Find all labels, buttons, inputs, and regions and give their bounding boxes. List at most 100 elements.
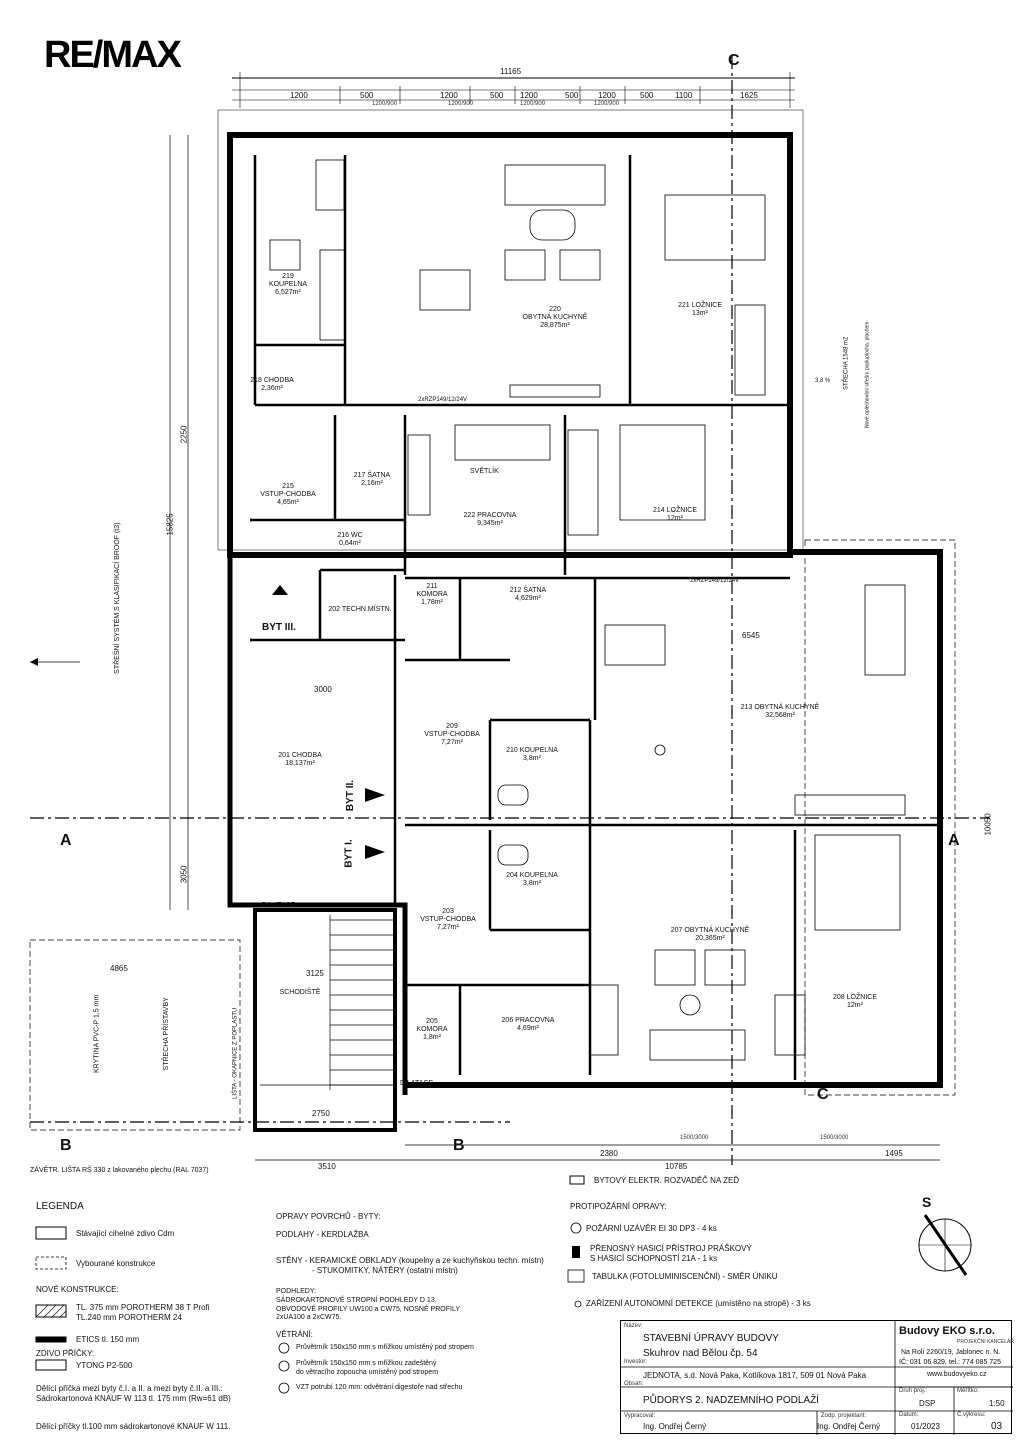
dim-top-window-3: 1200/900 (520, 101, 546, 107)
dim-top-window-4: 1200/900 (594, 101, 620, 107)
tb-content-label: Obsah: (624, 1381, 644, 1387)
legend-fire-title: PROTIPOŽÁRNÍ OPRAVY: (570, 1202, 667, 1211)
room-stairs: SCHODIŠTĚ (279, 988, 321, 996)
tb-type: DSP (919, 1399, 936, 1408)
tb-name-label: Název: (624, 1323, 643, 1329)
legend-swatch-etics (35, 1336, 67, 1343)
tb-responsible: Ing. Ondřej Černý (817, 1422, 881, 1431)
dim-top-9: 1100 (675, 91, 693, 100)
fire-door-icon (570, 1222, 582, 1234)
dim-bottom-window-2: 1500/3000 (820, 1135, 849, 1141)
legend-vent-p2: Průvětrník 150x150 mm s mřížkou zadeštěn… (296, 1360, 439, 1376)
tb-date-label: Datum: (899, 1412, 919, 1418)
sofa-220 (504, 164, 606, 206)
dim-top-total: 11165 (500, 67, 522, 76)
title-block: Název: STAVEBNÍ ÚPRAVY BUDOVY Skuhrov na… (620, 1320, 1014, 1435)
wall-north-block (227, 132, 793, 558)
escape-sign-icon (567, 1269, 585, 1283)
tb-company: Budovy EKO s.r.o. (899, 1325, 995, 1337)
dim-bottom-total: 10785 (665, 1162, 688, 1171)
label-pvc-roofing: KRYTINA PVC-P 1,5 mm (93, 994, 101, 1074)
legend-partitions-100: Dělící příčky tl.100 mm sádrokartonové K… (36, 1422, 231, 1431)
dim-bottom-2750: 2750 (312, 1109, 330, 1118)
legend-walls: STĚNY - KERAMICKÉ OBKLADY (koupelny a ze… (276, 1256, 544, 1275)
tb-company-sub: PROJEKČNÍ KANCELÁŘ (957, 1339, 1014, 1345)
dim-bottom-3510: 3510 (318, 1162, 336, 1171)
dim-3000: 3000 (314, 685, 332, 694)
dim-6545: 6545 (742, 631, 760, 640)
label-dilatace-2: DILATACE (400, 1080, 434, 1087)
dim-bottom-1495: 1495 (885, 1149, 903, 1158)
label-slope: 3,8 % (815, 378, 831, 384)
smoke-detector-icon (574, 1300, 582, 1308)
dim-top-4: 500 (490, 91, 504, 100)
room-202: 202 TECHN.MÍSTN. (328, 605, 392, 613)
dim-left-3050: 3050 (179, 865, 189, 884)
label-drip-edge: LIŠTA - OKAPNICE Z POPLASTU (232, 1007, 239, 1099)
legend-etics: ETICS tl. 150 mm (76, 1335, 140, 1344)
label-wind-strip: ZÁVĚTR. LIŠTA RŠ 330 z lakovaného plechu… (30, 1167, 209, 1174)
section-marker-b-right: B (453, 1137, 465, 1154)
bed-221 (664, 194, 766, 261)
label-extension-roof: STŘECHA PŘÍSTAVBY (162, 997, 170, 1071)
tb-date: 01/2023 (911, 1422, 940, 1431)
north-arrow-icon (918, 1214, 972, 1276)
dim-4865: 4865 (110, 964, 128, 973)
title-block-grid (621, 1321, 1013, 1435)
label-roof-area: STŘECHA 1548 m2 (843, 336, 850, 390)
tb-scale-label: Měřítko: (957, 1388, 979, 1394)
label-byt1: BYT I. (343, 839, 355, 868)
legend-swatch-demolished (35, 1256, 67, 1270)
section-marker-a-left: A (60, 832, 72, 849)
tb-web: www.budovyeko.cz (927, 1371, 987, 1378)
dim-top-3: 1200 (440, 91, 458, 100)
dining-table-220 (419, 269, 471, 311)
dim-left-2250: 2250 (179, 425, 189, 444)
legend-existing: Stávající cihelné zdivo Cdm (76, 1229, 175, 1238)
dim-top-6: 500 (565, 91, 579, 100)
tb-drawn-label: Vypracoval: (624, 1413, 656, 1419)
tb-ico: IČ: 031 06 829, tel.: 774 085 725 (899, 1359, 1001, 1366)
tb-name: STAVEBNÍ ÚPRAVY BUDOVY (643, 1333, 779, 1344)
label-roof-note: Nové oplechování střešní popluplocha, pl… (864, 321, 871, 428)
fire-extinguisher-icon (572, 1246, 580, 1258)
sofa-207 (649, 1029, 746, 1061)
tb-drawn: Ing. Ondřej Černý (643, 1422, 707, 1431)
dim-top-7: 1200 (598, 91, 616, 100)
legend-partition-title: ZDIVO PŘÍČKY: (36, 1349, 95, 1358)
tb-drawing-no-label: Č.výkresu: (957, 1412, 986, 1418)
tb-content: PŮDORYS 2. NADZEMNÍHO PODLAŽÍ (643, 1395, 819, 1406)
legend-dividing-wall: Dělící příčka mezi byty č.I. a II. a mez… (36, 1384, 231, 1403)
label-svetlik: SVĚTLÍK (470, 468, 499, 475)
dim-bottom-window-1: 1500/3000 (680, 1135, 709, 1141)
dim-3125: 3125 (306, 969, 324, 978)
label-byt3: BYT III. (262, 622, 296, 633)
legend-new-title: NOVÉ KONSTRUKCE: (36, 1285, 119, 1294)
tb-address: Na Rolí 2260/19, Jablonec n. N. (901, 1349, 1001, 1356)
electric-panel-icon (569, 1175, 585, 1185)
tb-investor-label: Investor: (624, 1359, 648, 1365)
stairs (260, 915, 395, 1090)
dim-top-1: 1200 (290, 91, 308, 100)
section-marker-b-left: B (60, 1137, 72, 1154)
remax-logo: RE/MAX (44, 34, 182, 76)
tb-type-label: Druh proj.: (899, 1388, 928, 1394)
legend-vent-p1: Průvětrník 150x150 mm s mřížkou umístěný… (296, 1344, 474, 1351)
